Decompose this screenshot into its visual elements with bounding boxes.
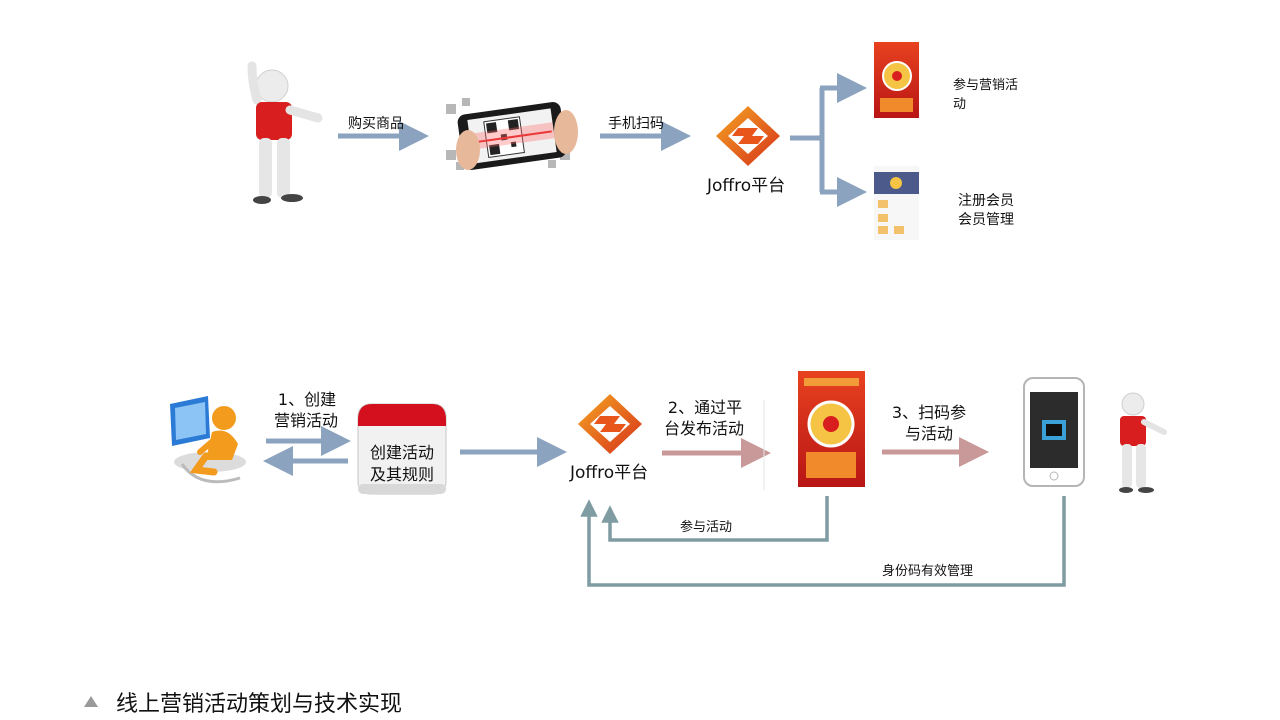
scan-step-label-line2: 与活动 xyxy=(904,424,953,443)
scan-step-label-line1: 3、扫码参 xyxy=(891,403,967,422)
member-screen-thumbnail xyxy=(874,166,919,240)
publish-step-label-line2: 台发布活动 xyxy=(663,419,744,438)
branch-connector xyxy=(790,73,867,207)
promo-poster-thumbnail xyxy=(874,42,919,118)
phone-scan-label: 手机扫码 xyxy=(608,116,664,132)
footer-title: 线上营销活动策划与技术实现 xyxy=(116,692,403,717)
create-step-label-line2: 营销活动 xyxy=(273,411,338,430)
platform-label: Joffro平台 xyxy=(707,176,786,196)
member-management-label: 会员管理 xyxy=(958,212,1014,228)
platform-label-bottom: Joffro平台 xyxy=(570,463,649,483)
promo-poster-image xyxy=(798,371,865,487)
person-at-computer-icon xyxy=(170,396,246,484)
register-member-label: 注册会员 xyxy=(958,193,1014,209)
feedback-identity-label: 身份码有效管理 xyxy=(882,564,974,579)
joffro-logo-icon-bottom xyxy=(578,394,642,454)
feedback-join-label: 参与活动 xyxy=(680,520,733,535)
feedback-line-join xyxy=(601,496,829,542)
publish-step-label-line1: 2、通过平 xyxy=(667,398,743,417)
calendar-text-line1: 创建活动 xyxy=(369,443,434,462)
joffro-logo-icon xyxy=(716,106,780,166)
calendar-text-line2: 及其规则 xyxy=(369,465,434,484)
person-pointing-icon xyxy=(247,61,323,204)
feedback-line-identity xyxy=(580,496,1066,587)
phone-scan-qr-image xyxy=(446,98,578,170)
join-activity-label-line1: 参与营销活 xyxy=(953,78,1019,93)
person-pointing-small-icon xyxy=(1119,392,1167,493)
smartphone-icon xyxy=(1023,377,1085,487)
calendar-icon xyxy=(357,403,447,495)
buy-goods-label: 购买商品 xyxy=(348,116,404,132)
create-step-label-line1: 1、创建 xyxy=(277,390,337,409)
calendar-text-group: 创建活动 及其规则 xyxy=(358,404,446,494)
footer-triangle-icon xyxy=(84,696,98,707)
join-activity-label-line2: 动 xyxy=(953,97,967,112)
